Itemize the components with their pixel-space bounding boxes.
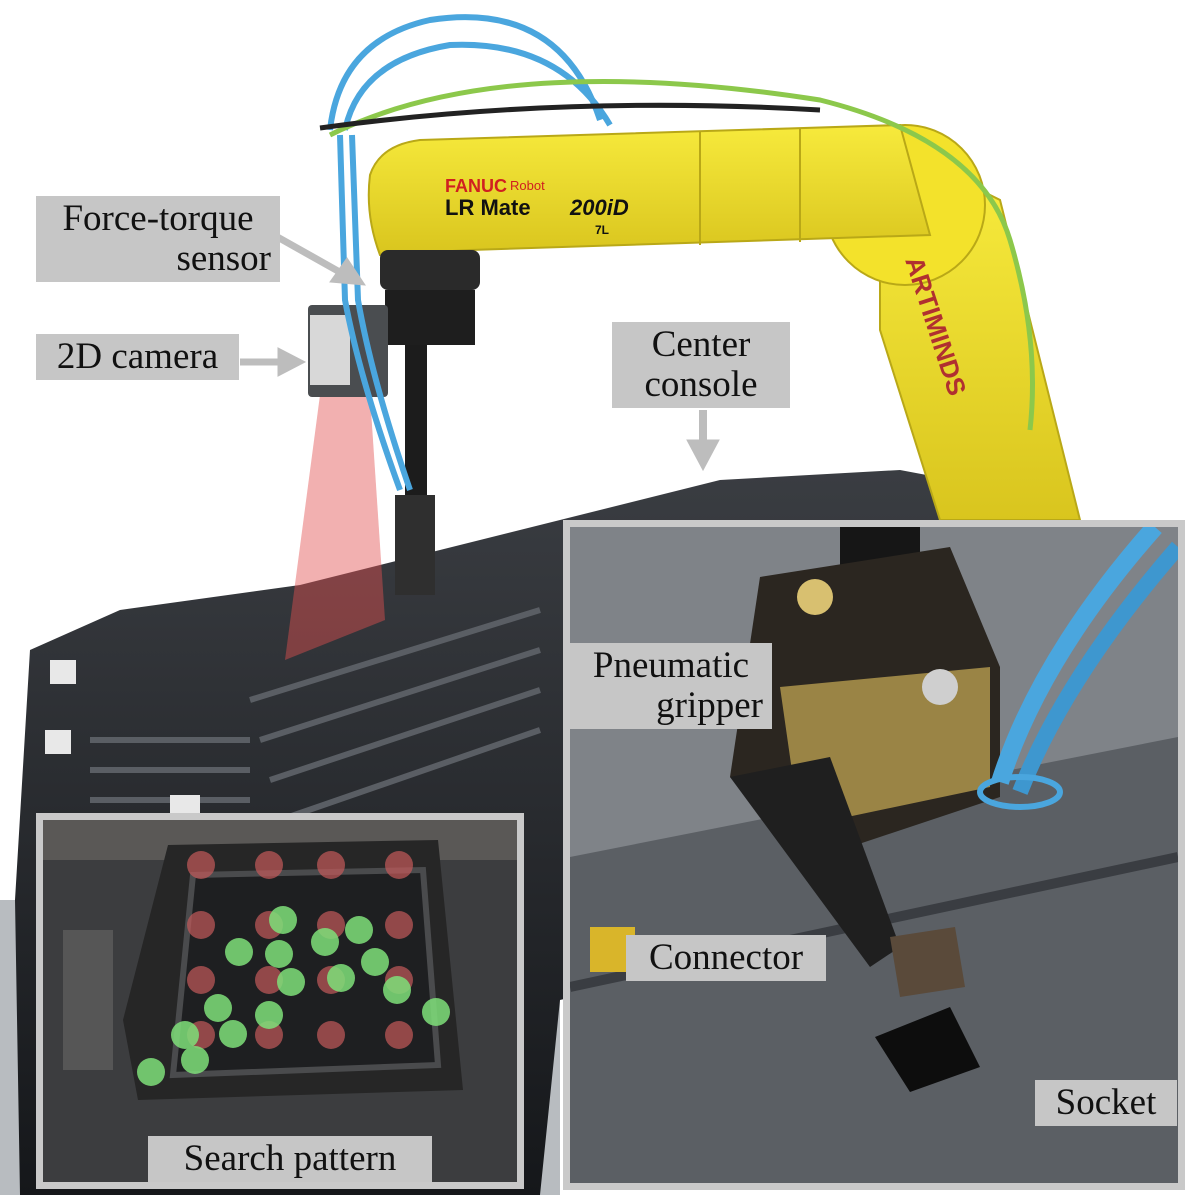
console-clip [170, 795, 200, 815]
force-torque-label-line1: Force-torque [62, 198, 254, 239]
center-console-label: Center console [612, 322, 790, 408]
closeup-blue-cable [1012, 541, 1178, 795]
gripper-closeup-illustration [570, 527, 1178, 1183]
socket-side-block [63, 930, 113, 1070]
closeup-screw [797, 579, 833, 615]
search-pattern-label: Search pattern [148, 1136, 432, 1182]
console-clip [45, 730, 71, 754]
robot-brand-text: FANUC [445, 176, 507, 196]
force-torque-sensor-label: Force-torque sensor [36, 196, 280, 282]
search-pattern-inset [36, 813, 524, 1189]
center-console-label-line1: Center [651, 324, 751, 365]
cable-blue [349, 134, 413, 491]
closeup-screw [922, 669, 958, 705]
closeup-blue-cable [991, 527, 1162, 785]
robot-flange [385, 290, 475, 345]
closeup-cable-clip [977, 774, 1063, 810]
cable-blue [342, 41, 613, 131]
robot-brand-suffix: Robot [510, 178, 545, 193]
robot-wrist [380, 250, 480, 290]
pneumatic-gripper-label-line1: Pneumatic [592, 645, 750, 686]
camera-field-of-view [285, 395, 385, 660]
connector-label: Connector [626, 935, 826, 981]
robot-model-text: LR Mate [445, 195, 531, 220]
cable-green [328, 79, 1035, 431]
robot-model-number: 200iD [569, 195, 629, 220]
cable-blue [337, 134, 403, 492]
closeup-socket-part [875, 1007, 980, 1092]
search-pattern-illustration [43, 820, 517, 1182]
gripper-closeup-inset [563, 520, 1185, 1190]
center-console-ribs [90, 607, 541, 823]
closeup-gripper-fingers [730, 757, 900, 967]
console-clip [50, 660, 76, 684]
robot-model-variant: 7L [595, 223, 609, 237]
pneumatic-gripper-label: Pneumatic gripper [570, 643, 772, 729]
force-torque-label-line2: sensor [176, 238, 271, 279]
cable-blue [327, 14, 603, 131]
socket-label: Socket [1035, 1080, 1177, 1126]
search-points-success [137, 906, 450, 1086]
cable-black [319, 102, 821, 131]
closeup-connector-part [890, 927, 965, 997]
camera-label: 2D camera [36, 334, 239, 380]
tool-shaft [405, 345, 427, 495]
arrow-console-head [686, 439, 720, 472]
small-gripper [395, 495, 435, 595]
pneumatic-gripper-label-line2: gripper [656, 685, 763, 726]
arrow-camera-head [277, 347, 307, 377]
center-console-label-line2: console [644, 364, 758, 405]
camera-face [310, 315, 350, 385]
arrow-force-torque-head [329, 257, 366, 286]
